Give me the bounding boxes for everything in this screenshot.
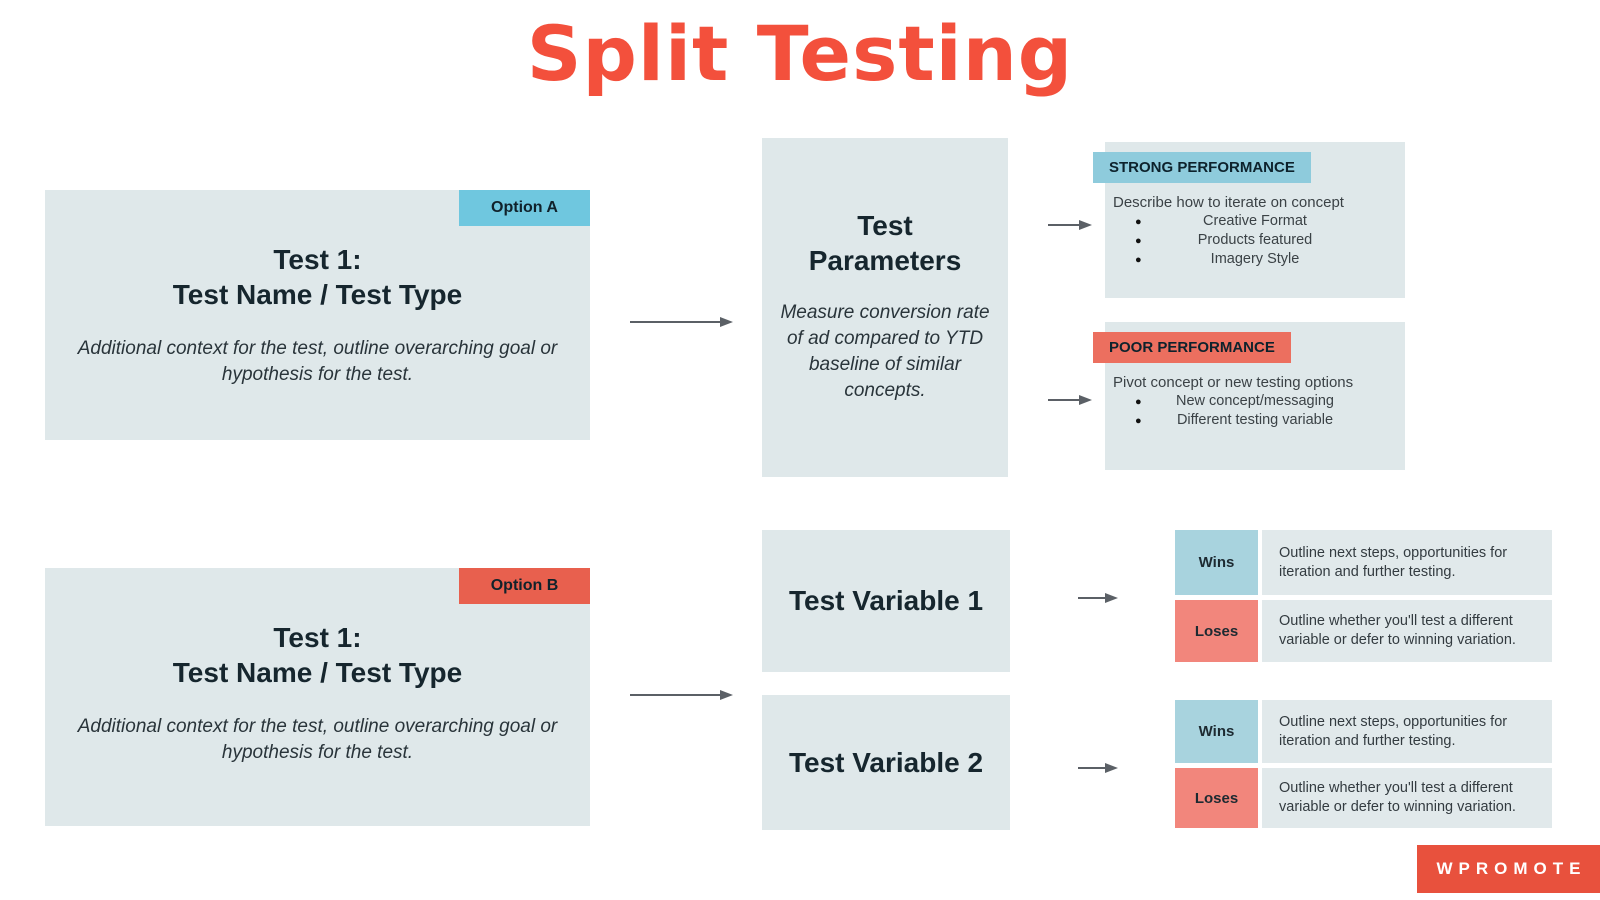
test-variable-1-card: Test Variable 1: [762, 530, 1010, 672]
loses-label-1: Loses: [1175, 600, 1258, 662]
page-title: Split Testing: [526, 9, 1074, 98]
poor-bullet-2: ● Different testing variable: [1105, 411, 1405, 430]
arrow-parameters-to-poor-icon: [1048, 394, 1092, 406]
result-row-loses-1: Loses Outline whether you'll test a diff…: [1175, 600, 1552, 662]
wins-text-1: Outline next steps, opportunities for it…: [1262, 530, 1552, 595]
strong-bullet-3: ● Imagery Style: [1105, 250, 1405, 269]
result-row-loses-2: Loses Outline whether you'll test a diff…: [1175, 768, 1552, 828]
test-card-option-b: Option B Test 1: Test Name / Test Type A…: [45, 568, 590, 826]
poor-performance-tag: POOR PERFORMANCE: [1093, 332, 1291, 363]
strong-performance-tag: STRONG PERFORMANCE: [1093, 152, 1311, 183]
option-b-tag: Option B: [459, 568, 590, 604]
poor-bullet-1: ● New concept/messaging: [1105, 392, 1405, 411]
test-variable-1-label: Test Variable 1: [788, 585, 984, 616]
test-variable-2-label: Test Variable 2: [788, 746, 984, 778]
test-card-a-heading-line1: Test 1:: [273, 244, 362, 275]
arrow-option-b-to-variables-icon: [630, 689, 733, 701]
loses-text-2: Outline whether you'll test a different …: [1262, 768, 1552, 828]
result-row-wins-1: Wins Outline next steps, opportunities f…: [1175, 530, 1552, 595]
test-card-a-heading: Test 1: Test Name / Test Type: [45, 242, 590, 312]
test-card-b-heading-line1: Test 1:: [273, 622, 362, 653]
test-card-a-body: Additional context for the test, outline…: [77, 338, 558, 385]
strong-performance-card: STRONG PERFORMANCE Describe how to itera…: [1093, 142, 1405, 298]
poor-bullet-1-text: New concept/messaging: [1176, 393, 1334, 409]
test-parameters-heading-line1: Test: [857, 210, 913, 241]
test-card-b-heading: Test 1: Test Name / Test Type: [45, 620, 590, 690]
arrow-variable1-to-results-icon: [1078, 592, 1118, 604]
test-parameters-heading: Test Parameters: [762, 208, 1008, 278]
result-row-wins-2: Wins Outline next steps, opportunities f…: [1175, 700, 1552, 763]
option-a-tag: Option A: [459, 190, 590, 226]
poor-performance-card: POOR PERFORMANCE Pivot concept or new te…: [1093, 322, 1405, 470]
wins-label-1: Wins: [1175, 530, 1258, 595]
bullet-icon: ●: [1135, 396, 1142, 408]
strong-bullet-2-text: Products featured: [1197, 232, 1313, 248]
bullet-icon: ●: [1135, 235, 1142, 247]
test-variable-2-card: Test Variable 2: [762, 695, 1010, 830]
poor-performance-intro: Pivot concept or new testing options: [1113, 374, 1354, 391]
strong-bullet-1-text: Creative Format: [1203, 213, 1307, 229]
bullet-icon: ●: [1135, 216, 1142, 228]
test-card-b-body: Additional context for the test, outline…: [77, 716, 558, 763]
test-parameters-card: Test Parameters Measure conversion rate …: [762, 138, 1008, 477]
test-card-b-heading-line2: Test Name / Test Type: [172, 657, 463, 688]
wins-text-2: Outline next steps, opportunities for it…: [1262, 700, 1552, 763]
test-card-option-a: Option A Test 1: Test Name / Test Type A…: [45, 190, 590, 440]
bullet-icon: ●: [1135, 415, 1142, 427]
strong-bullet-1: ● Creative Format: [1105, 212, 1405, 231]
wpromote-logo: WPROMOTE: [1417, 845, 1600, 893]
arrow-parameters-to-strong-icon: [1048, 219, 1092, 231]
loses-label-2: Loses: [1175, 768, 1258, 828]
bullet-icon: ●: [1135, 254, 1142, 266]
test-card-a-heading-line2: Test Name / Test Type: [172, 279, 463, 310]
strong-performance-intro: Describe how to iterate on concept: [1113, 194, 1344, 211]
arrow-option-a-to-parameters-icon: [630, 316, 733, 328]
arrow-variable2-to-results-icon: [1078, 762, 1118, 774]
strong-bullet-3-text: Imagery Style: [1210, 251, 1300, 267]
wins-label-2: Wins: [1175, 700, 1258, 763]
strong-bullet-2: ● Products featured: [1105, 231, 1405, 250]
poor-bullet-2-text: Different testing variable: [1176, 412, 1334, 428]
test-parameters-body: Measure conversion rate of ad compared t…: [780, 302, 990, 401]
test-parameters-heading-line2: Parameters: [808, 245, 962, 276]
loses-text-1: Outline whether you'll test a different …: [1262, 600, 1552, 662]
